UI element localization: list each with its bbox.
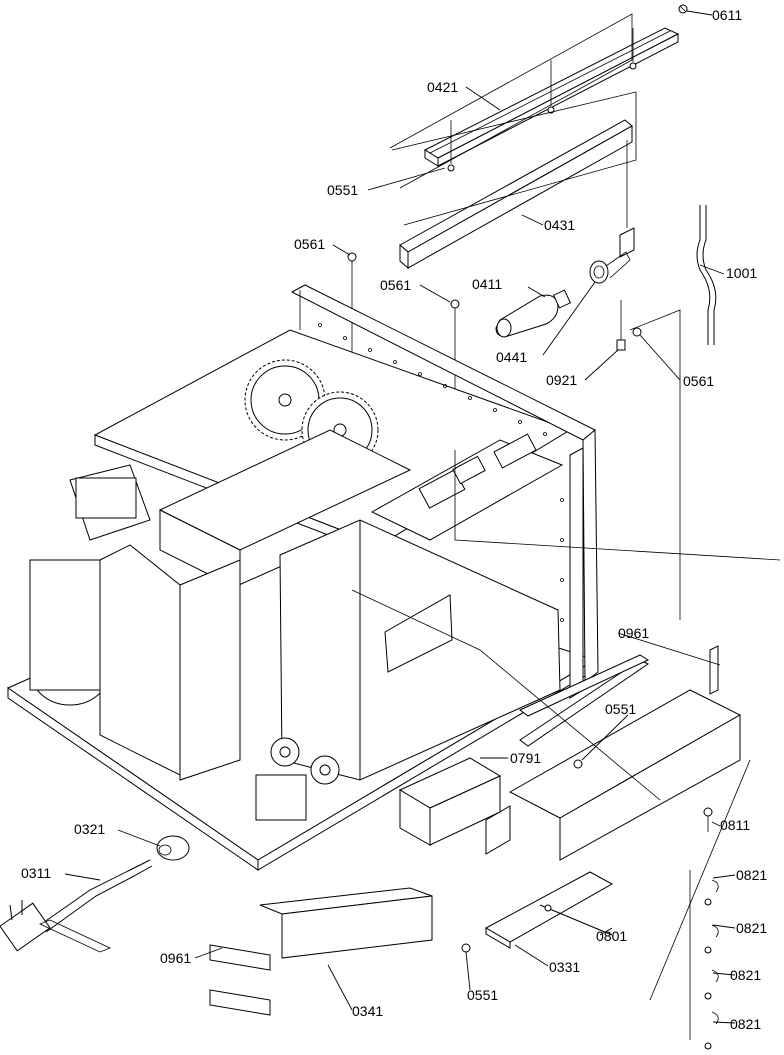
side-panel (485, 689, 742, 861)
screw-0561-right (632, 327, 642, 337)
label-0821-d: 0821 (730, 1016, 761, 1032)
label-0791: 0791 (510, 750, 541, 766)
top-rail-assembly (389, 4, 717, 351)
screw-0811 (703, 807, 713, 832)
label-0821-b: 0821 (736, 920, 767, 936)
leader-lines (64, 10, 736, 1024)
cable-1001 (696, 205, 717, 345)
label-0331: 0331 (549, 959, 580, 975)
screw-0611 (678, 4, 688, 14)
label-0801: 0801 (596, 928, 627, 944)
label-0611: 0611 (712, 7, 742, 23)
main-chassis (6, 284, 649, 871)
label-0551-lower: 0551 (467, 987, 498, 1003)
label-1001: 1001 (726, 265, 757, 281)
label-0321: 0321 (74, 821, 105, 837)
label-0431: 0431 (544, 217, 575, 233)
socket-0441 (589, 251, 631, 284)
lamp-0411 (495, 289, 572, 338)
cover-0791 (398, 757, 502, 846)
label-0821-c: 0821 (730, 967, 761, 983)
label-0561-right: 0561 (683, 373, 714, 389)
label-0961-left: 0961 (160, 950, 191, 966)
label-0411: 0411 (472, 276, 502, 292)
label-0551-top: 0551 (327, 182, 358, 198)
transformer (29, 464, 151, 706)
label-0561-middle: 0561 (380, 277, 411, 293)
label-0341: 0341 (352, 1003, 383, 1019)
label-0561-left: 0561 (294, 236, 325, 252)
duct-0341 (209, 887, 433, 1016)
label-0311: 0311 (21, 865, 51, 881)
clips-0821 (704, 879, 719, 1050)
label-0961-right: 0961 (618, 625, 649, 641)
ferrite-core-0321 (156, 835, 190, 861)
screw-0921 (616, 300, 626, 351)
label-0441: 0441 (496, 349, 527, 365)
label-0811: 0811 (720, 817, 750, 833)
label-0551-right: 0551 (605, 701, 636, 717)
label-0421: 0421 (427, 79, 458, 95)
projection-lines (351, 309, 781, 1040)
power-cord-0311 (0, 859, 153, 953)
pin-0801 (539, 904, 613, 936)
screw-0551-lower (461, 943, 471, 953)
screw-0551-right (573, 759, 583, 769)
label-0821-a: 0821 (736, 867, 767, 883)
lower-bracket-0961 (519, 645, 719, 717)
label-0921: 0921 (546, 372, 577, 388)
